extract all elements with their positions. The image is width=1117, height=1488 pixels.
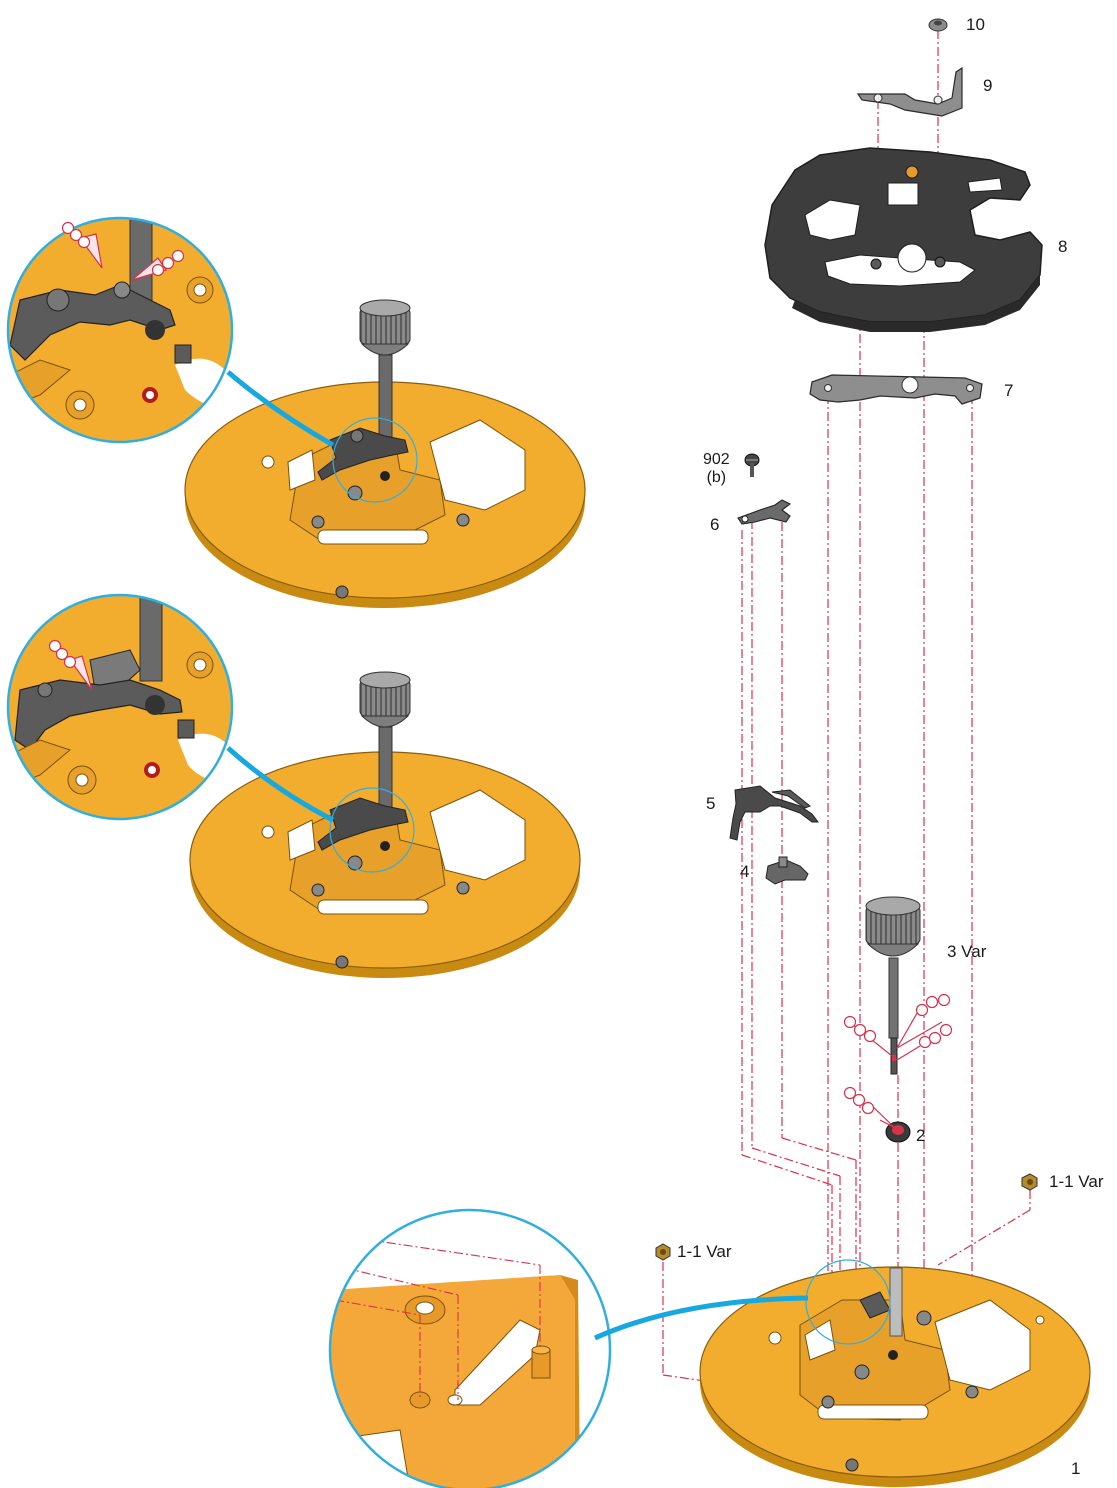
- label-part-10: 10: [966, 15, 985, 34]
- part-4-lever: [765, 856, 809, 885]
- label-part-902-variant: (b): [706, 468, 727, 486]
- callout-ring-mainplate: [805, 1259, 891, 1345]
- label-part-902-number: 902: [703, 451, 730, 468]
- part-9-lever: [856, 66, 963, 117]
- label-part-1-1-left: 1-1 Var: [677, 1242, 732, 1261]
- oil-markers-stem: [843, 993, 953, 1061]
- label-part-1: 1: [1071, 1459, 1081, 1478]
- oil-markers-pinion: [843, 1086, 896, 1129]
- part-7-plate: [809, 374, 983, 405]
- label-part-5: 5: [706, 794, 716, 813]
- part-8-bridge: [764, 147, 1043, 332]
- label-part-9: 9: [983, 76, 993, 95]
- part-3-stem: [865, 896, 921, 1075]
- label-part-3: 3 Var: [947, 942, 987, 961]
- part-1-1-screw-right: [1021, 1173, 1038, 1191]
- part-902-screw: [744, 453, 760, 477]
- part-10-cap: [928, 18, 948, 32]
- assembly-view-b: [189, 671, 581, 978]
- callout-connector-b: [226, 746, 335, 823]
- label-part-1-1-right: 1-1 Var: [1049, 1172, 1104, 1191]
- label-part-8: 8: [1058, 237, 1068, 256]
- assembly-view-a: [184, 299, 586, 608]
- callout-connector-a: [226, 370, 335, 448]
- callout-detail-c: [328, 1208, 612, 1488]
- label-part-4: 4: [740, 862, 750, 881]
- callout-detail-b: [6, 593, 234, 821]
- callout-detail-a: [6, 216, 234, 444]
- label-part-7: 7: [1004, 381, 1014, 400]
- label-part-6: 6: [710, 515, 720, 534]
- part-1-1-screw-left: [655, 1243, 671, 1261]
- part-6-spring: [737, 499, 792, 525]
- label-part-902: 902 (b): [703, 451, 730, 486]
- part-5-yoke: [729, 785, 819, 841]
- label-part-2: 2: [916, 1126, 926, 1145]
- part-1-mainplate: [699, 1266, 1091, 1487]
- callout-connector-c: [593, 1295, 809, 1341]
